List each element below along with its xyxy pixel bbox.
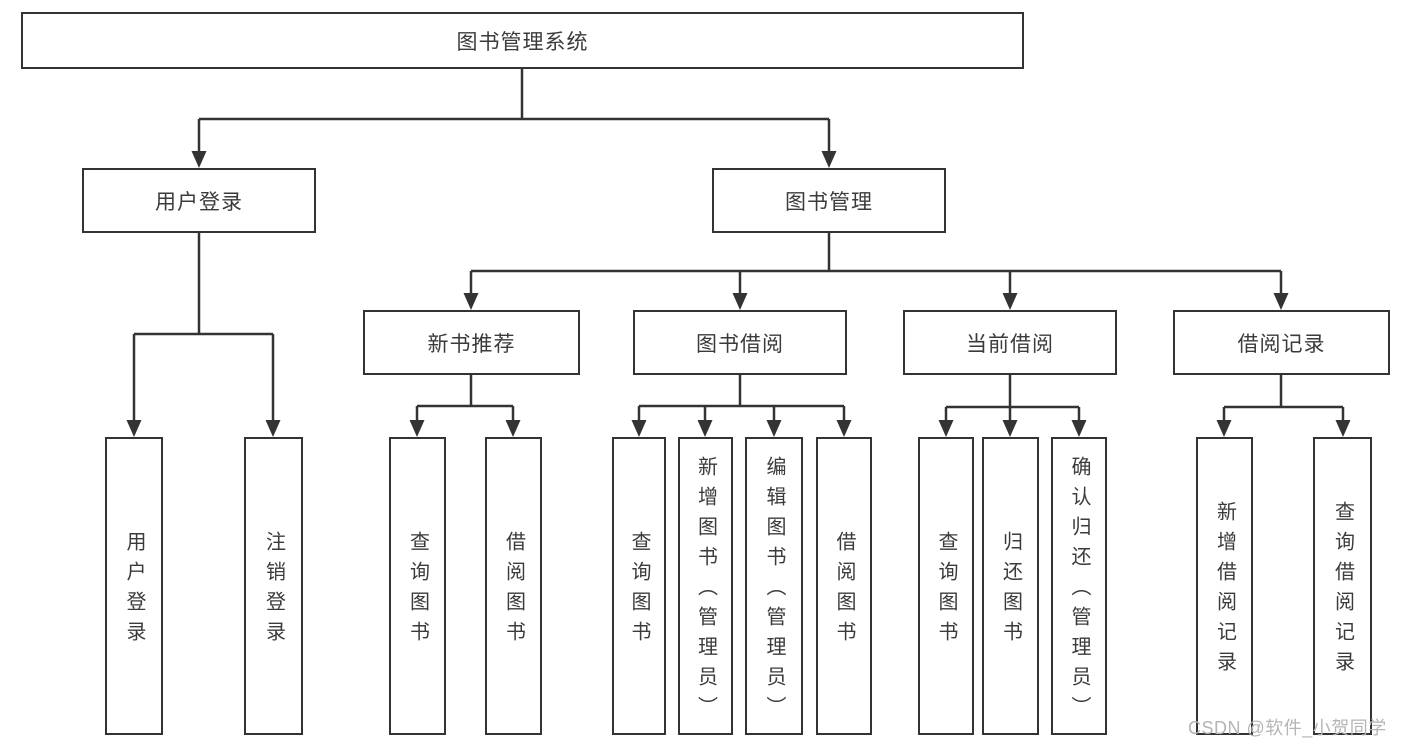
leaf-user-login: 用户登录 [105, 437, 163, 735]
leaf-logout: 注销登录 [244, 437, 303, 735]
node-label: 查询图书 [935, 531, 957, 651]
node-current-borrowing: 当前借阅 [903, 310, 1117, 375]
leaf-current-confirm-return-admin: 确认归还（管理员） [1051, 437, 1107, 735]
node-label: 查询图书 [628, 531, 650, 651]
node-label: 新增借阅记录 [1213, 501, 1236, 681]
node-label: 图书管理 [785, 190, 873, 214]
leaf-recommend-query-books: 查询图书 [389, 437, 446, 735]
node-label: 编辑图书（管理员） [763, 456, 785, 726]
node-label: 注销登录 [262, 531, 285, 651]
node-label: 用户登录 [123, 531, 145, 651]
node-book-borrowing: 图书借阅 [633, 310, 847, 375]
leaf-records-query-borrow-record: 查询借阅记录 [1313, 437, 1372, 735]
node-label: 确认归还（管理员） [1068, 456, 1090, 726]
node-label: 图书借阅 [696, 332, 784, 356]
node-label: 借阅图书 [833, 531, 855, 651]
node-book-management-system: 图书管理系统 [21, 12, 1024, 69]
node-book-management: 图书管理 [712, 168, 946, 233]
leaf-borrowing-edit-books-admin: 编辑图书（管理员） [745, 437, 803, 735]
leaf-borrowing-query-books: 查询图书 [612, 437, 666, 735]
leaf-borrowing-add-books-admin: 新增图书（管理员） [678, 437, 733, 735]
node-label: 查询借阅记录 [1331, 501, 1354, 681]
node-label: 当前借阅 [966, 332, 1054, 356]
node-new-book-recommend: 新书推荐 [363, 310, 580, 375]
leaf-current-query-books: 查询图书 [918, 437, 974, 735]
node-label: 归还图书 [999, 531, 1022, 651]
node-user-login: 用户登录 [82, 168, 316, 233]
node-label: 借阅记录 [1237, 332, 1326, 356]
leaf-recommend-borrow-books: 借阅图书 [485, 437, 542, 735]
leaf-records-add-borrow-record: 新增借阅记录 [1196, 437, 1253, 735]
node-label: 查询图书 [406, 531, 429, 651]
node-label: 借阅图书 [502, 531, 525, 651]
node-label: 用户登录 [155, 190, 243, 214]
csdn-watermark: CSDN @软件_小贺同学 [1188, 718, 1387, 738]
leaf-borrowing-borrow-books: 借阅图书 [816, 437, 872, 735]
node-label: 图书管理系统 [456, 30, 589, 54]
node-borrowing-records: 借阅记录 [1173, 310, 1390, 375]
leaf-current-return-books: 归还图书 [982, 437, 1039, 735]
node-label: 新书推荐 [427, 332, 516, 356]
node-label: 新增图书（管理员） [694, 456, 717, 726]
